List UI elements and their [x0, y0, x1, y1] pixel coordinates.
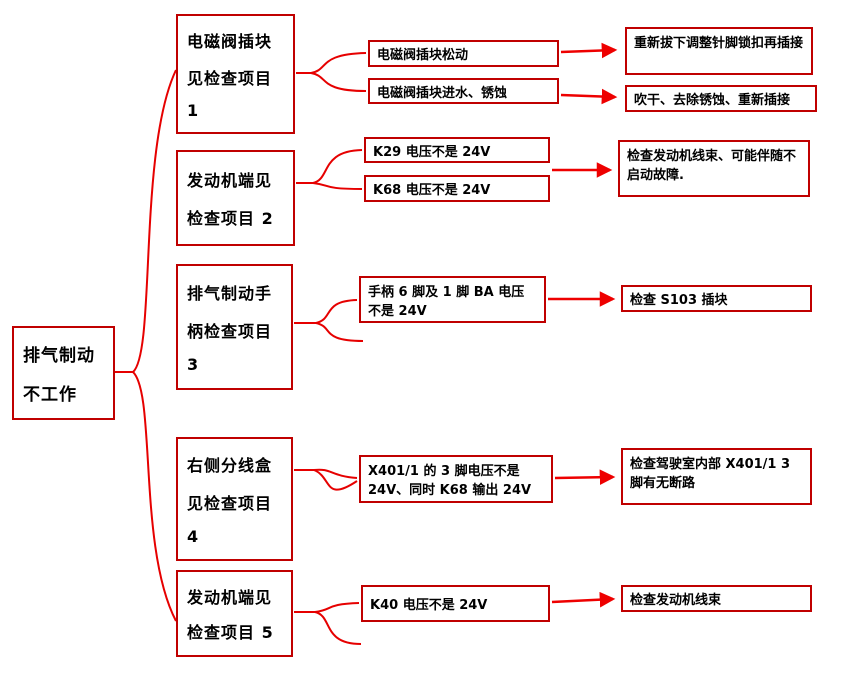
connector-root-down	[132, 371, 177, 622]
connector-root-up	[132, 69, 177, 373]
connector-b1-up	[310, 52, 367, 74]
symptom-k68-voltage-box: K68 电压不是 24V	[364, 175, 550, 202]
root-problem-box: 排气制动 不工作	[12, 326, 115, 420]
root-problem-line: 不工作	[23, 384, 77, 405]
branch-5-line: 检查项目 5	[187, 623, 274, 643]
arrow-s5-a5	[551, 591, 616, 608]
connector-b2-down	[312, 182, 363, 190]
action-replug-pin-lock-box: 重新拔下调整针脚锁扣再插接	[625, 27, 813, 75]
branch-1-box: 电磁阀插块 见检查项目 1	[176, 14, 295, 134]
symptom-k29-voltage-box: K29 电压不是 24V	[364, 137, 550, 163]
connector-b3-down	[315, 322, 364, 342]
arrow-s1b-a1b	[560, 88, 618, 105]
branch-4-box: 右侧分线盒 见检查项目 4	[176, 437, 293, 561]
branch-4-line: 4	[187, 526, 200, 546]
branch-1-line: 1	[187, 100, 200, 120]
branch-4-line: 见检查项目	[187, 493, 273, 513]
action-check-cab-x401-open-circuit-box: 检查驾驶室内部 X401/1 3 脚有无断路	[621, 448, 812, 505]
action-check-engine-harness-nostart-box: 检查发动机线束、可能伴随不启动故障.	[618, 140, 810, 197]
symptom-k40-voltage-box: K40 电压不是 24V	[361, 585, 550, 622]
branch-1-line: 见检查项目	[187, 68, 273, 88]
connector-b5-up	[314, 602, 360, 613]
branch-2-box: 发动机端见 检查项目 2	[176, 150, 295, 246]
arrow-s1a-a1a	[560, 42, 618, 59]
branch-1-line: 电磁阀插块	[187, 32, 273, 52]
branch-5-box: 发动机端见 检查项目 5	[176, 570, 293, 657]
symptom-plug-water-rust-box: 电磁阀插块进水、锈蚀	[368, 78, 559, 104]
root-problem-line: 排气制动	[23, 346, 95, 367]
connector-b1-down	[310, 72, 367, 92]
symptom-x401-voltage-box: X401/1 的 3 脚电压不是 24V、同时 K68 输出 24V	[359, 455, 553, 503]
action-check-engine-harness-box: 检查发动机线束	[621, 585, 812, 612]
branch-3-line: 排气制动手	[187, 283, 273, 303]
connector-b5-down	[314, 611, 362, 645]
connector-b4-up	[313, 468, 358, 479]
branch-3-box: 排气制动手 柄检查项目 3	[176, 264, 293, 390]
connector-b3-up	[315, 299, 358, 324]
branch-3-line: 柄检查项目	[187, 321, 273, 341]
branch-4-line: 右侧分线盒	[187, 456, 273, 476]
branch-3-line: 3	[187, 355, 200, 375]
connector-b4-down	[313, 469, 358, 491]
action-check-s103-plug-box: 检查 S103 插块	[621, 285, 812, 312]
connector-b2-up	[312, 149, 363, 184]
arrow-s4-a4	[554, 469, 616, 486]
branch-2-line: 发动机端见	[187, 170, 273, 190]
branch-2-line: 检查项目 2	[187, 209, 274, 229]
branch-5-line: 发动机端见	[187, 587, 273, 607]
symptom-plug-loose-box: 电磁阀插块松动	[368, 40, 559, 67]
action-dry-derust-replug-box: 吹干、去除锈蚀、重新插接	[625, 85, 817, 112]
symptom-handle-pins-voltage-box: 手柄 6 脚及 1 脚 BA 电压不是 24V	[359, 276, 546, 323]
